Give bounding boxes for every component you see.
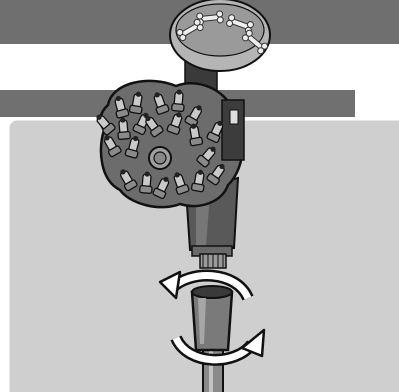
shower-head-icon bbox=[93, 81, 244, 207]
